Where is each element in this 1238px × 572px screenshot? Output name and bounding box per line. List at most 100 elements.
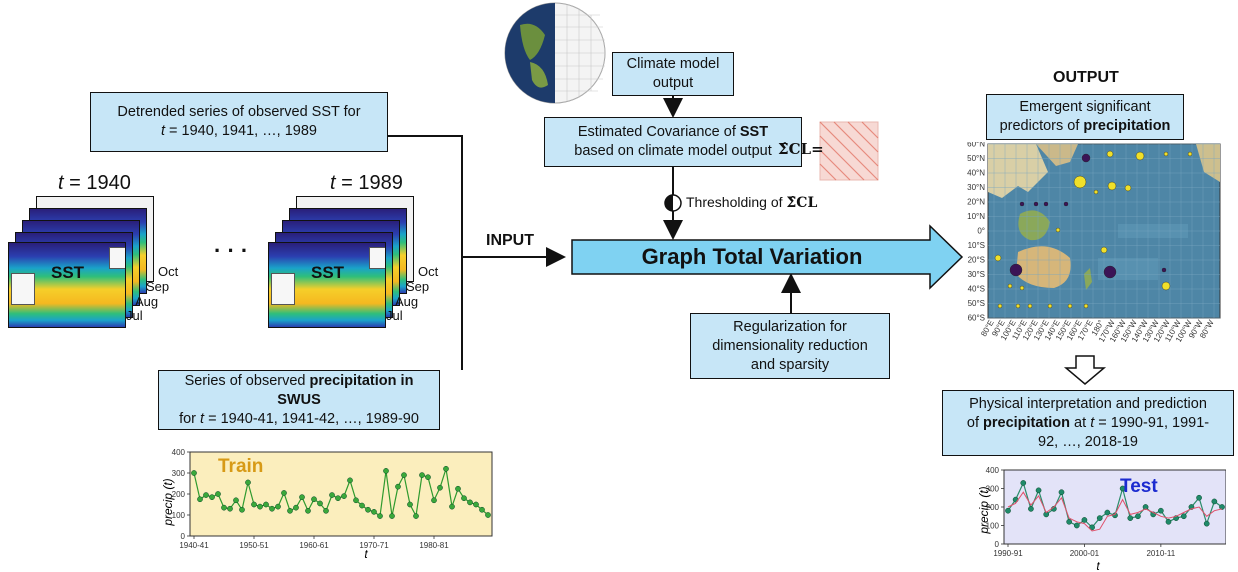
data-point: [1196, 494, 1202, 501]
month-label: Aug: [135, 294, 159, 309]
month-label: Jul: [386, 308, 403, 323]
sst-map-frame: SST: [8, 242, 126, 328]
physical-line3: 92, …, 2018-19: [1038, 433, 1138, 450]
data-point: [275, 503, 281, 510]
lat-tick-label: 20°S: [968, 256, 985, 265]
data-point: [1058, 489, 1065, 496]
regularization-box: Regularization for dimensionality reduct…: [690, 313, 890, 379]
predictor-dot: [1124, 184, 1132, 192]
precip-series-box: Series of observed precipitation in SWUS…: [158, 370, 440, 430]
predictor-dot: [1019, 201, 1025, 207]
data-point: [227, 505, 233, 512]
gtv-label: Graph Total Variation: [641, 244, 863, 269]
month-label: Jul: [126, 308, 143, 323]
y-tick-label: 200: [172, 490, 186, 499]
data-point: [377, 513, 383, 519]
t-symbol: t: [1090, 414, 1095, 431]
predictor-dot: [1043, 201, 1049, 207]
predictor-dot: [1067, 303, 1073, 309]
predictor-dot: [1047, 303, 1053, 309]
t-symbol: t: [161, 123, 166, 139]
physical-precip-bold: precipitation: [983, 414, 1071, 431]
land-mass: [109, 247, 125, 269]
lat-tick-label: 20°N: [967, 198, 985, 207]
emergent-line2-pre: predictors of: [999, 118, 1084, 134]
precip-series-pre: Series of observed: [184, 372, 310, 389]
data-point: [359, 502, 365, 509]
land-mass: [369, 247, 385, 269]
data-point: [353, 497, 359, 504]
y-tick-label: 0: [181, 532, 186, 541]
data-point: [473, 501, 479, 508]
data-point: [389, 513, 395, 519]
predictor-dot: [1093, 189, 1099, 195]
data-point: [419, 472, 425, 478]
lat-tick-label: 30°N: [967, 183, 985, 192]
precip-series-bold: precipitation in SWUS: [277, 372, 414, 408]
data-point: [323, 507, 329, 514]
predictor-dot: [1163, 151, 1169, 157]
data-point: [341, 493, 347, 499]
predictor-dot: [1135, 151, 1145, 161]
data-point: [281, 490, 287, 496]
series-line: [1007, 491, 1223, 532]
data-point: [239, 506, 245, 513]
sst-map-frame: SST: [268, 242, 386, 328]
data-point: [287, 507, 293, 514]
data-point: [479, 506, 485, 513]
t-symbol: t: [58, 172, 64, 194]
lat-tick-label: 30°S: [968, 270, 985, 279]
detrended-sst-line1: Detrended series of observed SST for: [117, 104, 361, 120]
emergent-box: Emergent significant predictors of preci…: [986, 94, 1184, 140]
data-point: [1211, 498, 1218, 505]
land-mass: [271, 273, 295, 305]
regularization-line3: and sparsity: [750, 356, 830, 373]
data-point: [1165, 518, 1172, 525]
data-point: [1104, 509, 1111, 516]
train-x-axis-title: t: [364, 547, 368, 561]
data-point: [215, 491, 221, 497]
gtv-big-arrow: [571, 224, 964, 290]
sst-label: SST: [51, 263, 85, 282]
data-point: [1005, 507, 1011, 514]
data-point: [311, 496, 317, 503]
output-label: OUTPUT: [1053, 69, 1119, 86]
detrended-sst-box: Detrended series of observed SST for t =…: [90, 92, 388, 152]
data-point: [1020, 480, 1027, 486]
train-y-axis-title: precip (t): [161, 478, 175, 526]
sst-input-line: [388, 135, 566, 267]
sst-label: SST: [311, 263, 345, 282]
data-point: [371, 509, 377, 515]
data-point: [233, 497, 239, 504]
input-label: INPUT: [486, 232, 534, 249]
t1989-label: t = 1989: [330, 172, 403, 195]
data-point: [467, 499, 473, 506]
thresholding-label: Thresholding of Σ̂CL: [686, 194, 817, 211]
y-tick-label: 300: [986, 485, 1000, 494]
data-point: [1180, 513, 1187, 520]
data-point: [449, 503, 455, 510]
data-point: [485, 512, 491, 518]
detrended-sst-years: = 1940, 1941, …, 1989: [165, 123, 317, 139]
predictor-dot: [1055, 227, 1061, 233]
data-point: [245, 479, 251, 486]
predictor-dot: [1103, 265, 1117, 279]
x-tick-label: 1950-51: [239, 541, 269, 550]
thresholding-symbol: Σ̂CL: [786, 195, 818, 211]
t1940-value: = 1940: [63, 172, 131, 194]
land-mass: [11, 273, 35, 305]
data-point: [1089, 524, 1095, 531]
x-tick-label: 1980-81: [419, 541, 449, 550]
lat-tick-label: 0°: [977, 227, 985, 236]
predictor-dot: [1161, 281, 1171, 291]
x-tick-label: 2000-01: [1070, 549, 1100, 558]
predictor-dot: [1106, 150, 1114, 158]
data-point: [329, 492, 335, 498]
data-point: [413, 513, 419, 519]
data-point: [317, 500, 323, 507]
data-point: [221, 504, 227, 511]
predictor-dot: [1007, 283, 1013, 289]
x-tick-label: 1990-91: [993, 549, 1023, 558]
